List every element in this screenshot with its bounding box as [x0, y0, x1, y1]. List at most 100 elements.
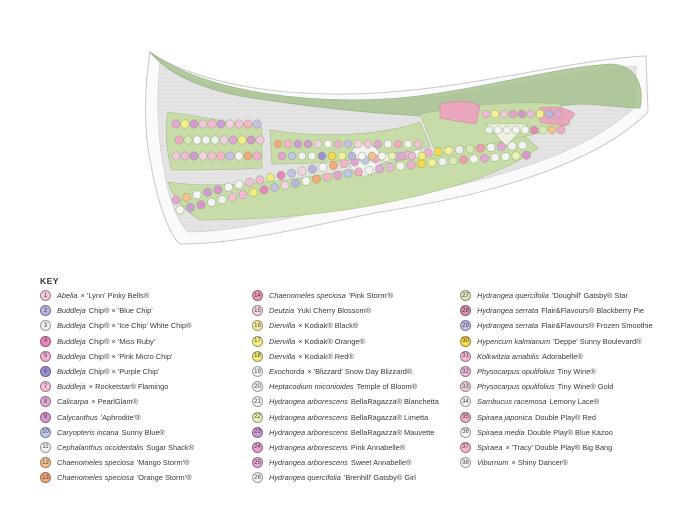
- shrub-symbol: [312, 174, 321, 184]
- shrub-symbol: [276, 170, 286, 180]
- key-number-badge: 9: [40, 411, 51, 423]
- shrub-symbol: [225, 119, 235, 129]
- key-common-name: Flair&Flavours® Blackberry Pie: [541, 306, 645, 316]
- key-latin-name: Spiraea japonica: [477, 412, 533, 422]
- shrub-symbol: [434, 147, 443, 157]
- shrub-symbol: [255, 175, 265, 185]
- key-number-badge: 37: [460, 441, 471, 453]
- shrub-symbol: [245, 177, 254, 187]
- key-common-name: × PearlGlam®: [91, 397, 138, 407]
- shrub-symbol: [207, 119, 217, 129]
- key-latin-name: Calicarpa: [57, 397, 89, 407]
- key-common-name: Chip® × 'Pink Micro Chip': [88, 351, 173, 361]
- key-latin-name: Viburnum: [477, 458, 509, 468]
- shrub-symbol: [538, 125, 548, 135]
- shrub-symbol: [397, 151, 407, 161]
- shrub-symbol: [373, 139, 383, 149]
- shrub-symbol: [417, 151, 427, 161]
- key-latin-name: Hydrangea arborescens: [269, 427, 348, 437]
- shrub-symbol: [297, 151, 307, 161]
- bed-pink: [439, 101, 481, 125]
- shrub-symbol: [333, 170, 342, 180]
- shrub-symbol: [313, 139, 323, 149]
- shrub-symbol: [490, 152, 500, 162]
- shrub-symbol: [499, 109, 509, 119]
- shrub-symbol: [317, 151, 327, 161]
- shrub-symbol: [234, 180, 244, 190]
- shrub-symbol: [210, 135, 220, 145]
- shrub-symbol: [393, 139, 403, 149]
- key-number-badge: 33: [460, 381, 471, 393]
- shrub-symbol: [198, 151, 208, 161]
- shrub-symbol: [196, 200, 206, 210]
- shrub-symbol: [234, 151, 244, 161]
- shrub-symbol: [377, 151, 387, 161]
- shrub-symbol: [266, 173, 275, 183]
- shrub-symbol: [465, 144, 475, 154]
- shrub-symbol: [375, 164, 384, 174]
- key-common-name: Adorabelle®: [542, 351, 583, 361]
- key-number-badge: 10: [40, 426, 51, 438]
- key-number-badge: 4: [40, 335, 51, 347]
- key-common-name: Tiny Wine® Gold: [557, 382, 614, 392]
- key-common-name: Double Play® Blue Kazoo: [527, 427, 613, 437]
- key-number-badge: 22: [252, 411, 263, 423]
- key-latin-name: Chaenomeles speciosa: [269, 291, 346, 301]
- shrub-symbol: [171, 195, 181, 205]
- key-number-badge: 30: [460, 335, 471, 347]
- shrub-symbol: [511, 125, 521, 135]
- shrub-symbol: [291, 178, 300, 188]
- shrub-symbol: [182, 192, 191, 202]
- key-latin-name: Spiraea media: [477, 427, 525, 437]
- shrub-symbol: [354, 167, 363, 177]
- key-latin-name: Heptacodium miconioides: [269, 382, 354, 392]
- key-latin-name: Hypericum kalmianum: [477, 336, 551, 346]
- shrub-symbol: [403, 139, 413, 149]
- key-common-name: Chip® × 'Ice Chip' White Chip®: [88, 321, 192, 331]
- shrub-symbol: [367, 151, 377, 161]
- shrub-symbol: [318, 162, 328, 172]
- shrub-symbol: [217, 195, 227, 205]
- shrub-symbol: [203, 187, 212, 197]
- shrub-symbol: [246, 135, 256, 145]
- key-common-name: Temple of Bloom®: [356, 382, 418, 392]
- shrub-symbol: [186, 202, 195, 212]
- key-latin-name: Diervilla: [269, 351, 296, 361]
- shrub-symbol: [407, 151, 417, 161]
- shrub-symbol: [459, 155, 468, 165]
- shrub-symbol: [556, 125, 566, 135]
- shrub-symbol: [364, 165, 374, 175]
- shrub-symbol: [237, 135, 247, 145]
- shrub-symbol: [228, 192, 237, 202]
- key-common-name: Chip® × 'Miss Ruby': [88, 336, 156, 346]
- shrub-symbol: [252, 119, 262, 129]
- key-latin-name: Kolkwitzia amabilis: [477, 351, 540, 361]
- key-number-badge: 6: [40, 366, 51, 378]
- shrub-symbol: [520, 125, 530, 135]
- key-number-badge: 17: [252, 335, 263, 347]
- key-common-name: Yuki Cherry Blossom®: [297, 306, 372, 316]
- shrub-symbol: [238, 190, 248, 200]
- key-common-name: Chip® × 'Blue Chip': [88, 306, 153, 316]
- key-latin-name: Buddleja: [57, 367, 86, 377]
- shrub-symbol: [201, 135, 211, 145]
- key-common-name: × Kodiak® Black®: [298, 321, 359, 331]
- shrub-symbol: [493, 125, 503, 135]
- shrub-symbol: [438, 157, 447, 167]
- key-number-badge: 12: [40, 457, 51, 469]
- key-number-badge: 13: [40, 472, 51, 484]
- shrub-symbol: [337, 151, 347, 161]
- key-latin-name: Chaenomeles speciosa: [57, 458, 134, 468]
- shrub-symbol: [270, 183, 279, 193]
